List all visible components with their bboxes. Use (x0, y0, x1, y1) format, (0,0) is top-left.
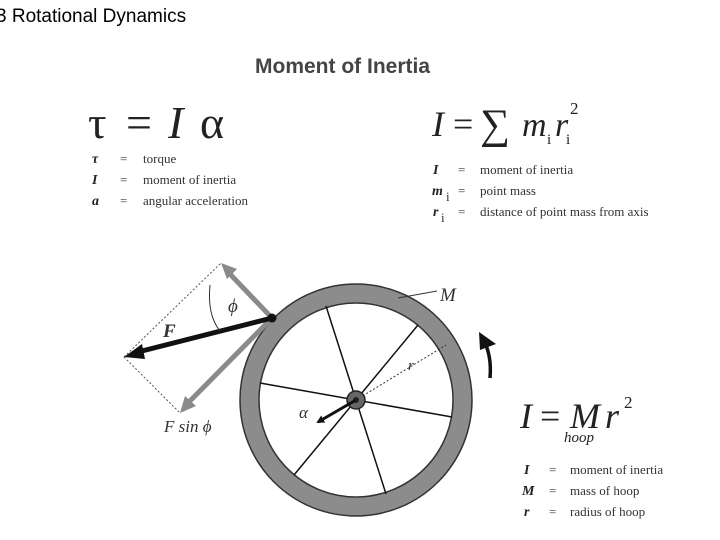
def-symbol-r: r (433, 205, 439, 220)
phi-arc (209, 284, 221, 332)
def-eq: = (120, 151, 127, 166)
def-sub-i: i (441, 210, 445, 225)
guide-line (123, 356, 181, 414)
hoop-subscript: hoop (564, 430, 595, 446)
hoop-equation: I = M r 2 hoop (519, 393, 633, 446)
def-symbol-m: m (432, 184, 443, 199)
force-vector (137, 315, 273, 355)
hoop-inner-edge (258, 302, 454, 498)
def-text-torque: torque (143, 151, 176, 166)
f-sin-phi-component (186, 316, 274, 405)
hoop-outer-edge (239, 283, 473, 517)
hoop-exponent: 2 (624, 393, 633, 412)
f-sin-phi-arrowhead (180, 396, 196, 413)
perpendicular-component (227, 271, 274, 320)
sigma-symbol: ∑ (480, 102, 510, 148)
section-heading: Moment of Inertia (255, 55, 430, 78)
radius-line (355, 344, 447, 401)
sum-m-sub: i (547, 132, 551, 148)
torque-alpha: α (200, 97, 224, 148)
label-alpha: α (299, 403, 309, 422)
def-eq: = (458, 183, 465, 198)
label-phi: ϕ (228, 296, 238, 317)
label-f-sin-phi: F sin ϕ (163, 417, 212, 436)
torque-symbol: τ (88, 97, 107, 148)
label-radius: r (408, 358, 414, 374)
def-eq: = (458, 162, 465, 177)
torque-equals: = (126, 97, 152, 148)
def-eq: = (549, 462, 556, 477)
inertia-sum-definitions: I = moment of inertia m i = point mass r… (432, 162, 649, 225)
torque-inertia: I (167, 97, 186, 148)
def-eq: = (549, 504, 556, 519)
sum-I: I (431, 104, 446, 144)
perpendicular-arrowhead (221, 263, 237, 279)
def-eq: = (458, 204, 465, 219)
def-text-moment: moment of inertia (143, 172, 236, 187)
def-symbol-I: I (432, 163, 439, 178)
def-sub-i: i (446, 189, 450, 204)
def-symbol-I: I (91, 173, 98, 188)
application-point (267, 313, 277, 323)
hoop-r: r (605, 396, 620, 436)
def-eq: = (120, 193, 127, 208)
mass-leader (397, 290, 438, 299)
def-text-moment: moment of inertia (570, 462, 663, 477)
hoop-ring (240, 284, 472, 516)
def-eq: = (549, 483, 556, 498)
def-symbol-a: a (92, 194, 99, 209)
def-symbol-r: r (524, 505, 530, 520)
hoop-I: I (519, 396, 534, 436)
sum-m: m (522, 107, 547, 144)
hoop-diagram: M r F ϕ F sin ϕ α (123, 262, 496, 517)
sum-r: r (555, 107, 569, 144)
sum-exponent: 2 (570, 99, 579, 118)
def-text-moment: moment of inertia (480, 162, 573, 177)
label-mass: M (439, 285, 457, 306)
force-arrowhead (124, 344, 145, 359)
def-text-angular-accel: angular acceleration (143, 193, 249, 208)
guide-line (123, 262, 222, 358)
hoop-M: M (569, 396, 602, 436)
torque-definitions: τ = torque I = moment of inertia a = ang… (91, 151, 249, 209)
def-eq: = (120, 172, 127, 187)
label-force: F (162, 321, 176, 342)
alpha-arrow (316, 398, 357, 424)
sum-r-sub: i (566, 132, 570, 148)
slide-title: 3 Rotational Dynamics (0, 6, 187, 27)
def-text-radius: radius of hoop (570, 504, 645, 519)
def-text-mass: mass of hoop (570, 483, 639, 498)
hoop-definitions: I = moment of inertia M = mass of hoop r… (521, 462, 663, 520)
def-symbol-I: I (523, 463, 530, 478)
def-symbol-M: M (521, 484, 535, 499)
def-text-distance: distance of point mass from axis (480, 204, 649, 219)
def-symbol-tau: τ (92, 152, 99, 167)
def-text-point-mass: point mass (480, 183, 536, 198)
inertia-sum-equation: I = ∑ m i r i 2 (431, 99, 579, 148)
rotation-arrowhead (479, 332, 496, 350)
sum-equals: = (453, 104, 473, 144)
hoop-equals: = (540, 396, 560, 436)
